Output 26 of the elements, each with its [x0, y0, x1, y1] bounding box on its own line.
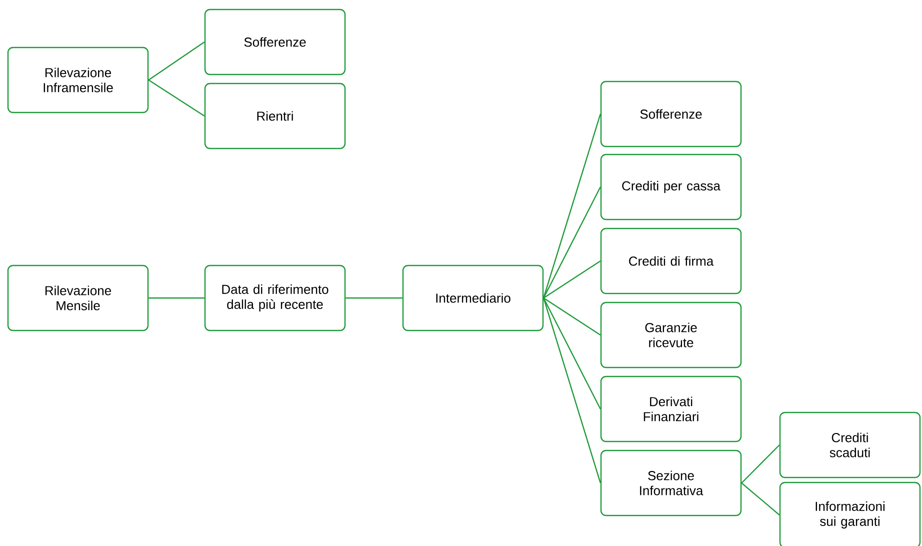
process-box: Informazioni sui garanti — [779, 482, 921, 546]
connector-line — [543, 298, 601, 410]
process-box: Intermediario — [402, 264, 544, 332]
connector-line — [148, 79, 205, 116]
process-box: Crediti di firma — [600, 228, 742, 294]
connector-line — [543, 260, 601, 298]
connector-line — [346, 297, 402, 299]
process-box: Derivati Finanziari — [600, 376, 742, 442]
connector-line — [543, 186, 601, 298]
process-box: Sofferenze — [204, 8, 346, 76]
connector-line — [543, 297, 601, 336]
connector-line — [741, 444, 780, 484]
process-box: Rientri — [204, 82, 346, 150]
connector-line — [543, 298, 601, 484]
process-box: Garanzie ricevute — [600, 302, 742, 368]
connector-line — [148, 297, 204, 299]
process-box: Crediti scaduti — [779, 412, 921, 478]
process-box: Rilevazione Inframensile — [7, 46, 149, 114]
process-box: Data di riferimento dalla più recente — [204, 264, 346, 332]
process-box: Sezione Informativa — [600, 450, 742, 516]
process-box: Crediti per cassa — [600, 154, 742, 220]
connector-line — [543, 114, 601, 298]
process-box: Sofferenze — [600, 80, 742, 148]
connector-line — [741, 482, 780, 516]
connector-line — [148, 42, 205, 80]
process-box: Rilevazione Mensile — [7, 264, 149, 332]
